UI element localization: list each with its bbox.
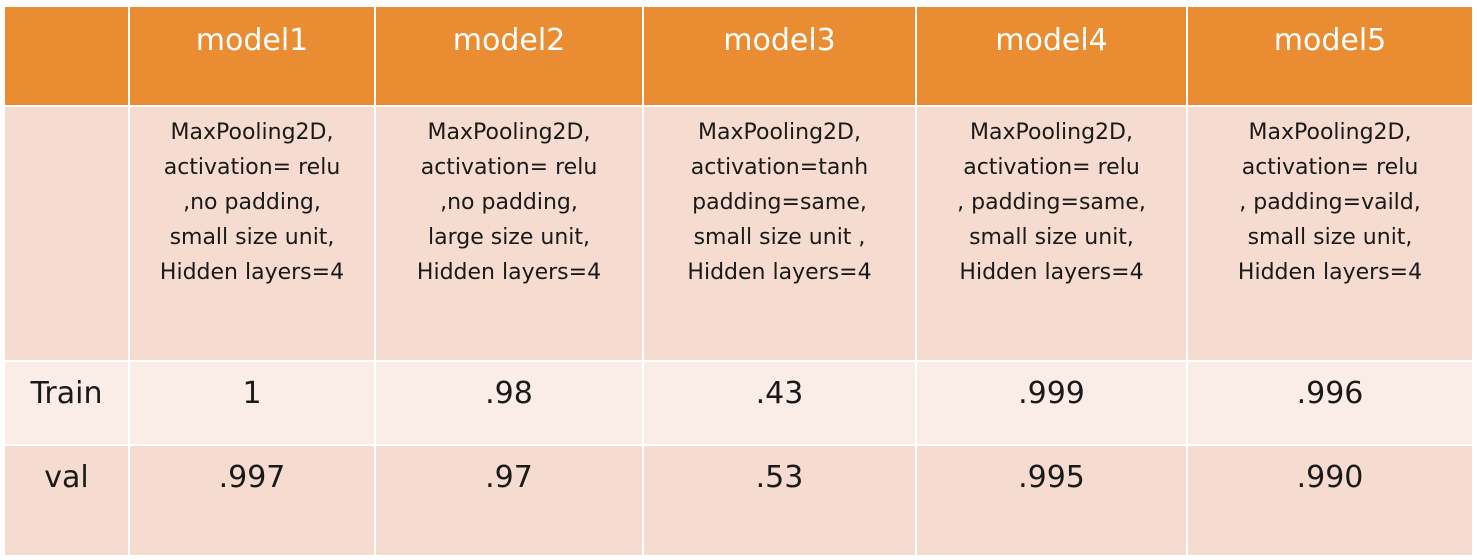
train-row: Train 1 .98 .43 .999 .996 — [3, 360, 1474, 446]
val-value-model3: .53 — [642, 444, 917, 557]
header-row: model1 model2 model3 model4 model5 — [3, 5, 1474, 107]
train-value-model1: 1 — [128, 360, 376, 446]
desc-line: ,no padding, — [183, 190, 321, 215]
desc-line: activation= relu — [963, 155, 1140, 180]
description-row: MaxPooling2D, activation= relu ,no paddi… — [3, 105, 1474, 362]
train-value-model2: .98 — [374, 360, 644, 446]
desc-line: ,no padding, — [440, 190, 578, 215]
desc-line: large size unit, — [427, 225, 590, 250]
description-model1: MaxPooling2D, activation= relu ,no paddi… — [128, 105, 376, 362]
desc-line: MaxPooling2D, — [698, 120, 861, 145]
desc-line: activation= relu — [163, 155, 341, 180]
desc-line: small size unit , — [693, 225, 866, 250]
train-value-model3: .43 — [642, 360, 917, 446]
desc-line: MaxPooling2D, — [970, 120, 1133, 145]
description-model3: MaxPooling2D, activation=tanh padding=sa… — [642, 105, 917, 362]
desc-line: padding=same, — [692, 190, 867, 215]
val-value-model2: .97 — [374, 444, 644, 557]
corner-cell — [3, 5, 130, 107]
desc-line: MaxPooling2D, — [427, 120, 591, 145]
desc-line: MaxPooling2D, — [1248, 120, 1412, 145]
row-label-train: Train — [3, 360, 130, 446]
val-row: val .997 .97 .53 .995 .990 — [3, 444, 1474, 557]
description-model4: MaxPooling2D, activation= relu , padding… — [915, 105, 1188, 362]
desc-line: Hidden layers=4 — [1237, 260, 1423, 285]
header-model5: model5 — [1186, 5, 1474, 107]
results-table: model1 model2 model3 model4 model5 MaxPo… — [3, 5, 1474, 557]
desc-line: activation=tanh — [690, 155, 869, 180]
row-label-val: val — [3, 444, 130, 557]
desc-line: Hidden layers=4 — [416, 260, 602, 285]
val-value-model1: .997 — [128, 444, 376, 557]
desc-line: Hidden layers=4 — [959, 260, 1144, 285]
description-label-cell — [3, 105, 130, 362]
description-model2: MaxPooling2D, activation= relu ,no paddi… — [374, 105, 644, 362]
train-value-model5: .996 — [1186, 360, 1474, 446]
train-value-model4: .999 — [915, 360, 1188, 446]
desc-line: activation= relu — [420, 155, 598, 180]
desc-line: Hidden layers=4 — [687, 260, 872, 285]
desc-line: small size unit, — [1247, 225, 1413, 250]
header-model3: model3 — [642, 5, 917, 107]
description-model5: MaxPooling2D, activation= relu , padding… — [1186, 105, 1474, 362]
desc-line: Hidden layers=4 — [159, 260, 345, 285]
desc-line: small size unit, — [169, 225, 335, 250]
desc-line: , padding=same, — [957, 190, 1146, 215]
desc-line: activation= relu — [1241, 155, 1419, 180]
header-model1: model1 — [128, 5, 376, 107]
header-model2: model2 — [374, 5, 644, 107]
val-value-model5: .990 — [1186, 444, 1474, 557]
val-value-model4: .995 — [915, 444, 1188, 557]
desc-line: MaxPooling2D, — [170, 120, 334, 145]
header-model4: model4 — [915, 5, 1188, 107]
desc-line: small size unit, — [969, 225, 1134, 250]
desc-line: , padding=vaild, — [1239, 190, 1421, 215]
